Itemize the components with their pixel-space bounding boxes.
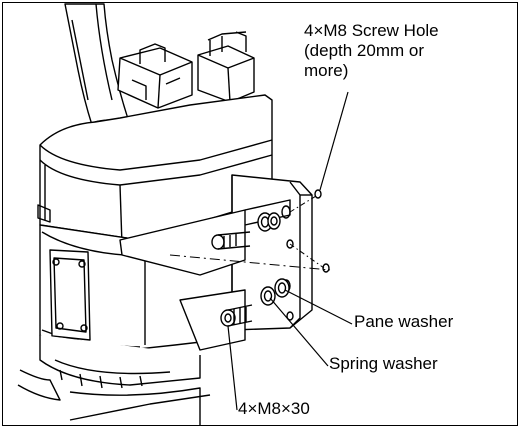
screw-hole-marks [289,189,330,273]
base-flange [17,335,211,426]
upper-bolt [211,231,251,250]
mounting-plate [231,174,313,331]
upper-housing [39,94,273,246]
spring-washer-label: Spring washer [329,354,438,373]
bolt-spec-label: 4×M8×30 [238,399,310,418]
upper-washer-set [257,212,281,232]
top-connector [117,31,255,109]
screw-hole-label: 4×M8 Screw Hole (depth 20mm or more) [304,21,439,80]
leader-lines [227,91,353,411]
axis-centerline [169,254,331,271]
pane-washer-label: Pane washer [354,312,454,331]
